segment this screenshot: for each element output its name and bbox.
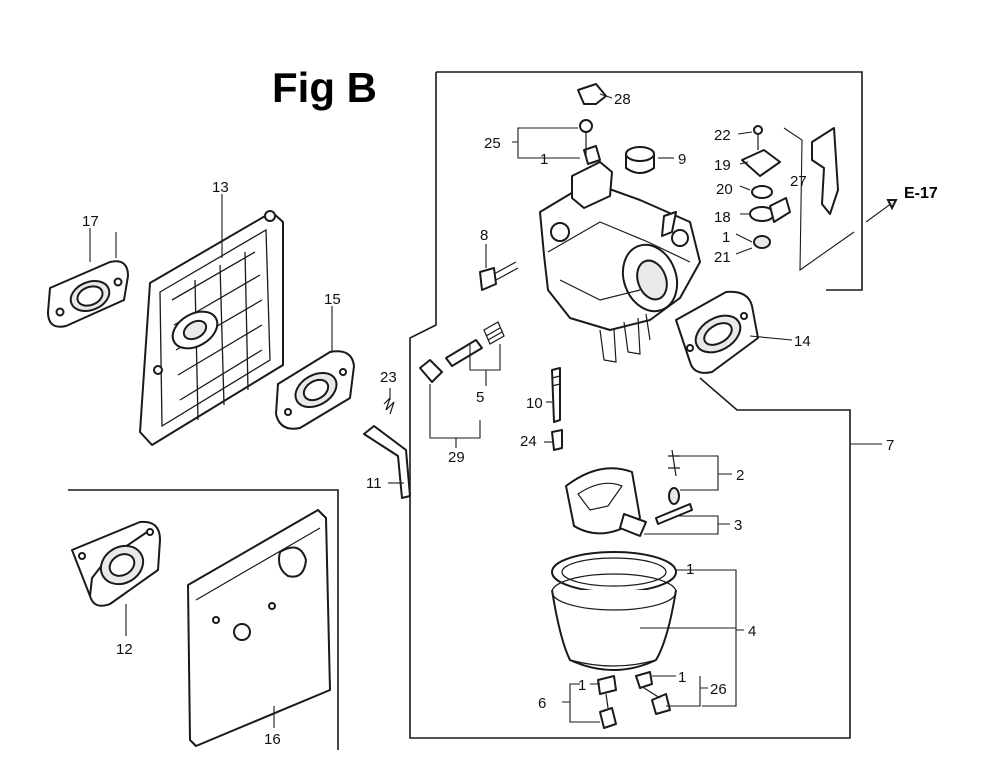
float — [565, 467, 647, 537]
callout-17: 17 — [82, 213, 99, 230]
bracket-27 — [811, 127, 839, 215]
spring-23 — [383, 397, 395, 415]
figure-title: Fig B — [272, 64, 377, 111]
callout-10: 10 — [526, 395, 543, 412]
callout-1: 1 — [540, 151, 548, 168]
gasket-14 — [675, 290, 759, 374]
callout-24: 24 — [520, 433, 537, 450]
callout-27: 27 — [790, 173, 807, 190]
callout-7: 7 — [886, 437, 894, 454]
jet-10 — [551, 367, 561, 423]
callout-4: 4 — [748, 623, 756, 640]
callout-3: 3 — [734, 517, 742, 534]
float-pin-3 — [655, 503, 693, 525]
lower-left-frame — [68, 489, 339, 750]
callout-9: 9 — [678, 151, 686, 168]
reference-e17: E-17 — [904, 185, 938, 202]
callout-16: 16 — [264, 731, 281, 748]
leader-lines — [89, 93, 882, 728]
screw-25 — [579, 119, 593, 156]
plate-13 — [139, 210, 284, 446]
jet-24 — [551, 429, 563, 451]
rod-11 — [363, 425, 411, 499]
callout-1: 1 — [686, 561, 694, 578]
carburetor-assembly-frame — [409, 71, 863, 739]
callout-5: 5 — [476, 389, 484, 406]
heat-shield-16 — [187, 509, 331, 747]
callout-18: 18 — [714, 209, 731, 226]
callout-2: 2 — [736, 467, 744, 484]
drain-26 — [635, 671, 671, 715]
callout-28: 28 — [614, 91, 631, 108]
drain-6 — [597, 675, 617, 729]
callout-1: 1 — [678, 669, 686, 686]
callout-14: 14 — [794, 333, 811, 350]
gasket-15 — [275, 350, 355, 430]
e17-arrow — [865, 199, 898, 223]
callout-15: 15 — [324, 291, 341, 308]
callout-6: 6 — [538, 695, 546, 712]
callout-22: 22 — [714, 127, 731, 144]
callout-26: 26 — [710, 681, 727, 698]
callout-21: 21 — [714, 249, 731, 266]
cap-9 — [625, 146, 655, 174]
callout-13: 13 — [212, 179, 229, 196]
needle-assembly — [419, 321, 505, 383]
callout-8: 8 — [480, 227, 488, 244]
screw-8 — [479, 261, 519, 291]
insulator-12 — [71, 520, 161, 607]
callout-25: 25 — [484, 135, 501, 152]
callout-20: 20 — [716, 181, 733, 198]
callout-23: 23 — [380, 369, 397, 386]
fastener-stack — [741, 125, 791, 249]
float-chamber-4 — [551, 551, 677, 671]
part-28 — [577, 83, 607, 105]
callout-11: 11 — [366, 475, 382, 492]
carburetor-body — [539, 145, 701, 363]
callout-1: 1 — [722, 229, 730, 246]
float-needle-2 — [668, 449, 680, 505]
callout-1: 1 — [578, 677, 586, 694]
bracket-frame — [783, 127, 855, 272]
gasket-17 — [47, 260, 129, 328]
callout-12: 12 — [116, 641, 133, 658]
callout-29: 29 — [448, 449, 465, 466]
callout-19: 19 — [714, 157, 731, 174]
